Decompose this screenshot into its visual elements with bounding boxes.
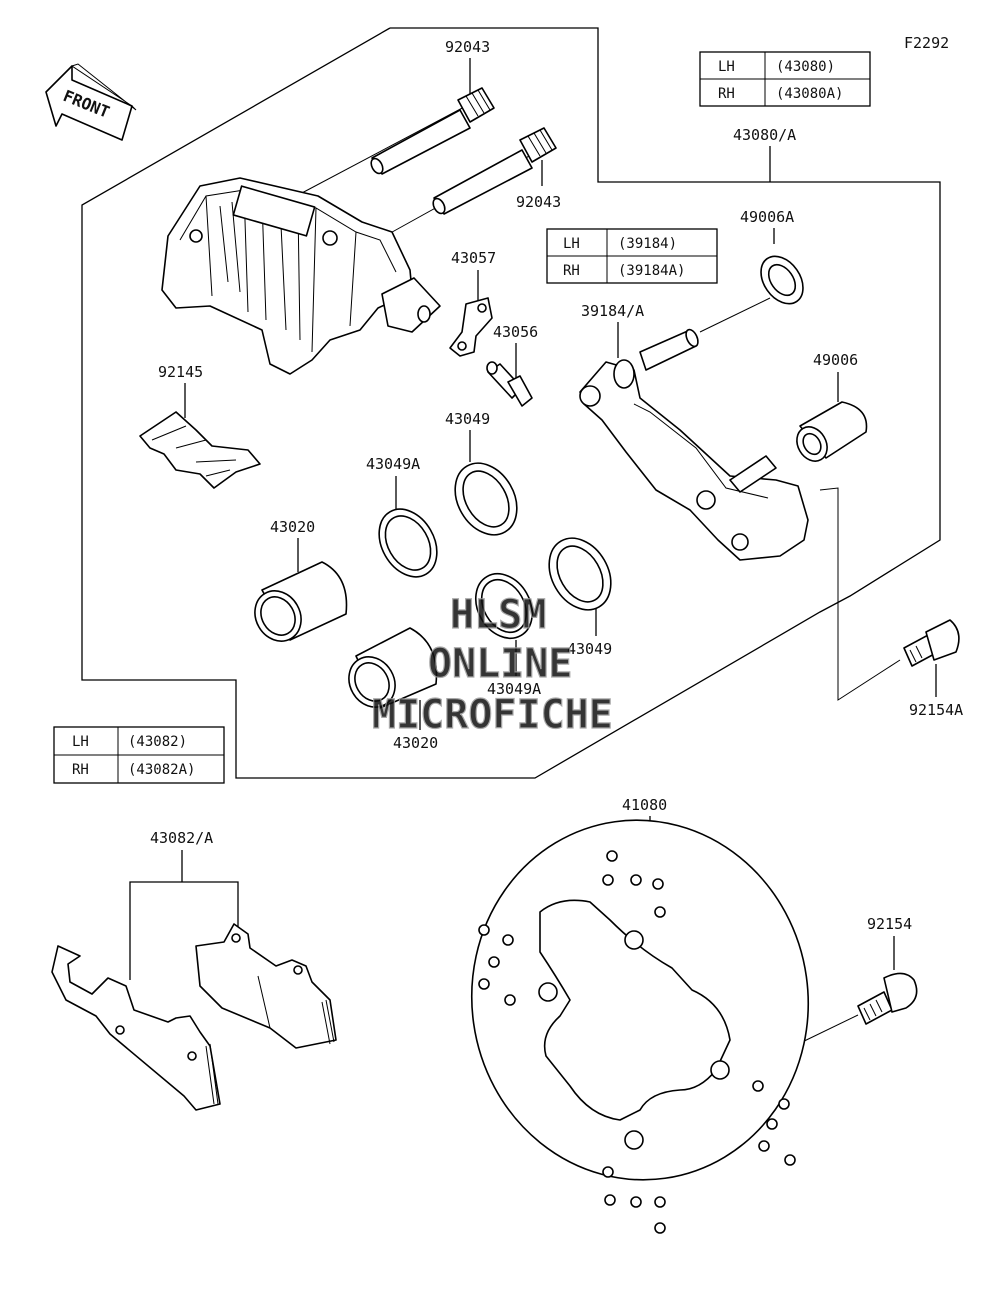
callout-boot-49006: 49006 — [813, 351, 858, 369]
table-side-lh: LH — [563, 236, 580, 252]
caliper-assy-table: LH (43080) RH (43080A) — [699, 51, 871, 107]
piston-43020-upper — [254, 561, 348, 642]
callout-bolt-92154: 92154 — [867, 915, 912, 933]
table-side-rh: RH — [72, 762, 89, 778]
brake-pad-right — [195, 923, 337, 1049]
table-code-lh: (43082) — [128, 734, 187, 750]
brake-disc-41080 — [470, 819, 810, 1234]
callout-piston-lower: 43020 — [393, 734, 438, 752]
watermark: HLSM ONLINE MICROFICHE — [371, 591, 613, 738]
bolt-92154 — [857, 972, 918, 1025]
table-side-lh: LH — [718, 59, 735, 75]
callout-pads: 43082/A — [150, 829, 213, 847]
seal-49006a — [760, 255, 804, 305]
callout-pin-lower: 92043 — [516, 193, 561, 211]
seal-43049a-lower — [474, 573, 534, 639]
callout-bleeder: 43056 — [493, 323, 538, 341]
caliper-pin-upper — [370, 87, 495, 175]
caliper-body — [161, 177, 441, 375]
table-code-lh: (43080) — [776, 59, 835, 75]
bleeder-valve-43056 — [486, 361, 533, 407]
table-code-lh: (39184) — [618, 236, 677, 252]
piston-43020-lower — [348, 627, 438, 709]
caliper-holder-39184 — [579, 328, 809, 561]
pad-spring-92145 — [139, 411, 261, 489]
bracket-43057 — [449, 297, 493, 357]
seal-43049-upper — [454, 462, 518, 536]
callout-seal-43049-right: 43049 — [567, 640, 612, 658]
pad-assy-table: LH (43082) RH (43082A) — [53, 726, 225, 784]
callout-pin-top: 92043 — [445, 38, 490, 56]
table-code-rh: (43080A) — [776, 86, 843, 102]
callout-piston-upper: 43020 — [270, 518, 315, 536]
bolt-92154a — [903, 619, 960, 667]
callout-holder: 39184/A — [581, 302, 644, 320]
callout-seal-49006a: 49006A — [740, 208, 794, 226]
table-side-lh: LH — [72, 734, 89, 750]
watermark-line-1: HLSM — [450, 592, 546, 638]
callout-part-43057: 43057 — [451, 249, 496, 267]
holder-table: LH (39184) RH (39184A) — [546, 228, 718, 284]
disc-holes — [478, 850, 796, 1234]
table-code-rh: (43082A) — [128, 762, 195, 778]
callout-seal-43049a-lower: 43049A — [487, 680, 541, 698]
callout-disc: 41080 — [622, 796, 667, 814]
callout-seal-43049a-left: 43049A — [366, 455, 420, 473]
diagram-code: F2292 — [904, 34, 949, 52]
callout-bolt-92154a: 92154A — [909, 701, 963, 719]
table-code-rh: (39184A) — [618, 263, 685, 279]
callout-spring: 92145 — [158, 363, 203, 381]
watermark-line-3: MICROFICHE — [372, 692, 613, 738]
table-side-rh: RH — [563, 263, 580, 279]
seal-43049-right — [548, 537, 612, 611]
front-arrow-icon: FRONT — [45, 63, 137, 141]
watermark-line-2: ONLINE — [428, 641, 573, 687]
brake-pad-left — [51, 945, 221, 1111]
callout-caliper-assy: 43080/A — [733, 126, 796, 144]
caliper-assy-boundary — [81, 27, 941, 779]
boot-49006 — [796, 401, 868, 462]
table-side-rh: RH — [718, 86, 735, 102]
caliper-pin-lower — [432, 127, 557, 215]
seal-43049a-left — [378, 508, 438, 578]
callout-seal-43049-upper: 43049 — [445, 410, 490, 428]
